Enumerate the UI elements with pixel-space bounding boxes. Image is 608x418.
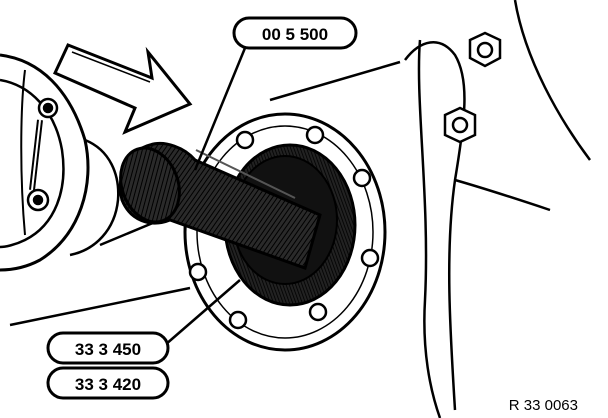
ring-bolt [305,125,325,145]
callout-top: 00 5 500 [232,16,358,50]
ring-bolt [352,168,372,188]
callout-lower-b-label: 33 3 420 [75,375,141,394]
ring-bolt [228,310,248,330]
housing-bolt-middle [443,106,477,144]
callout-lower-b: 33 3 420 [46,366,170,400]
flange-web-inner [31,119,41,191]
housing-bolt-top [468,31,502,68]
figure-reference: R 33 0063 [509,397,578,414]
ring-bolt [360,248,380,268]
flange-bolt-lower [26,188,50,212]
callout-lower-a-label: 33 3 450 [75,340,141,359]
direction-arrow-icon [52,43,193,135]
callout-leaders [164,47,247,346]
callout-lower-a: 33 3 450 [46,331,170,365]
left-drive-flange [0,53,120,272]
ring-bolt [235,130,255,150]
ring-bolt [308,302,328,322]
puller-tool [118,142,322,270]
ring-bolt [188,262,208,282]
flange-bolt-upper [37,97,59,119]
callout-top-label: 00 5 500 [262,25,328,44]
